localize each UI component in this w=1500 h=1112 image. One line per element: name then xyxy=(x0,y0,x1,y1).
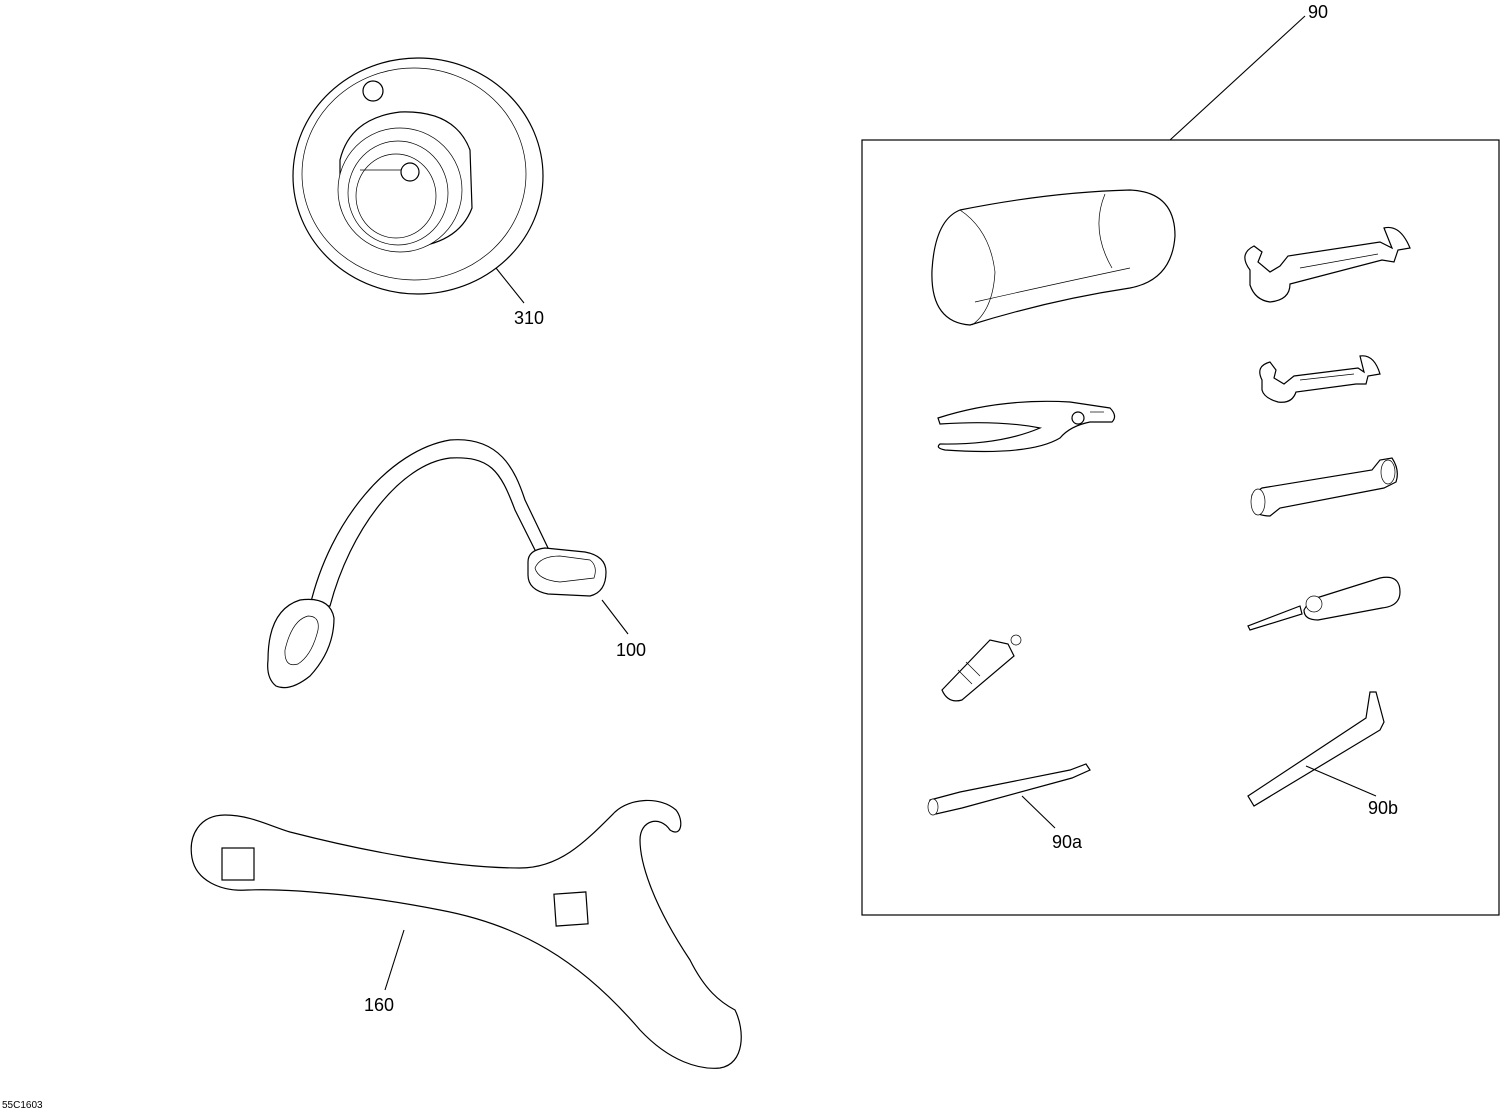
leader-90 xyxy=(1169,15,1306,141)
part-160-spanner xyxy=(190,799,742,1069)
callout-90: 90 xyxy=(1308,2,1328,22)
wrench-small xyxy=(1259,355,1381,403)
kit-box-frame xyxy=(861,139,1500,916)
callout-90a: 90a xyxy=(1052,832,1083,852)
tool-pouch xyxy=(931,189,1176,326)
callout-100: 100 xyxy=(616,640,646,660)
drawing-code: 55C1603 xyxy=(2,1100,43,1111)
leader-310 xyxy=(495,267,525,304)
hex-key xyxy=(1247,691,1385,807)
leader-90b xyxy=(1305,765,1377,797)
extension-bar xyxy=(927,763,1091,816)
bit-holder xyxy=(941,634,1022,702)
leader-100 xyxy=(601,599,629,635)
part-100-strap xyxy=(267,439,607,689)
part-310-wheel xyxy=(292,57,544,295)
socket-wrench xyxy=(1250,457,1398,517)
leader-90a xyxy=(1021,795,1056,829)
screwdriver xyxy=(1247,576,1401,631)
pliers xyxy=(937,400,1116,453)
callout-310: 310 xyxy=(514,308,544,328)
wrench-large xyxy=(1244,226,1411,303)
callout-90b: 90b xyxy=(1368,798,1398,818)
callout-160: 160 xyxy=(364,995,394,1015)
leader-160 xyxy=(384,929,405,991)
